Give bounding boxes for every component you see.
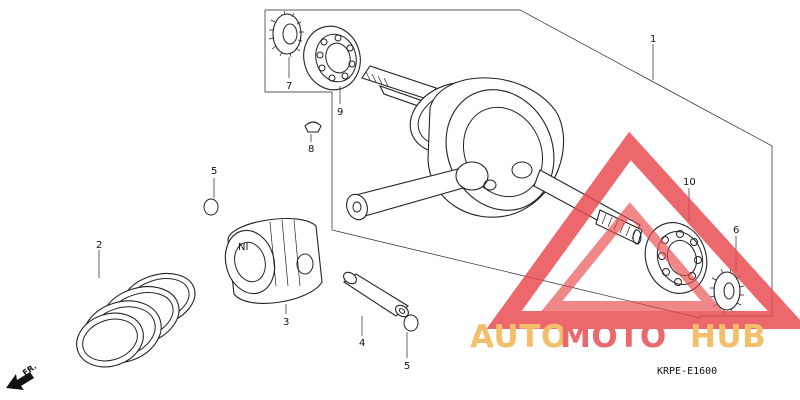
leader-lines xyxy=(98,44,737,358)
callout-10: 10 xyxy=(683,177,696,188)
callout-5-upper: 5 xyxy=(211,166,217,177)
watermark-moto: MOTO xyxy=(560,319,667,355)
woodruff-key xyxy=(304,121,322,133)
timing-gear xyxy=(268,10,304,58)
crankshaft xyxy=(346,65,643,245)
watermark-logo: AUTO MOTO HUB xyxy=(470,131,800,355)
piston-pin-clip-lower xyxy=(403,314,419,332)
watermark-triangle xyxy=(486,131,800,329)
callout-4: 4 xyxy=(359,338,365,349)
piston: NI xyxy=(224,218,323,304)
callout-9: 9 xyxy=(337,107,343,118)
callout-7: 7 xyxy=(286,81,292,92)
callout-1: 1 xyxy=(650,34,656,45)
watermark-auto: AUTO xyxy=(470,319,568,355)
piston-pin-clip-upper xyxy=(203,198,219,216)
diagram-code: KRPE-E1600 xyxy=(657,366,717,377)
callout-3: 3 xyxy=(283,317,289,328)
piston-pin xyxy=(343,271,409,318)
callout-2: 2 xyxy=(96,240,102,251)
drive-gear xyxy=(709,268,745,315)
callout-6: 6 xyxy=(733,225,739,236)
piston-ring-set xyxy=(76,272,196,368)
callout-5-lower: 5 xyxy=(404,361,410,372)
piston-mark: NI xyxy=(238,242,248,253)
bearing-left xyxy=(303,25,361,91)
callout-8: 8 xyxy=(308,144,314,155)
watermark-hub: HUB xyxy=(690,319,766,355)
front-direction-arrow: FR. xyxy=(6,362,38,390)
